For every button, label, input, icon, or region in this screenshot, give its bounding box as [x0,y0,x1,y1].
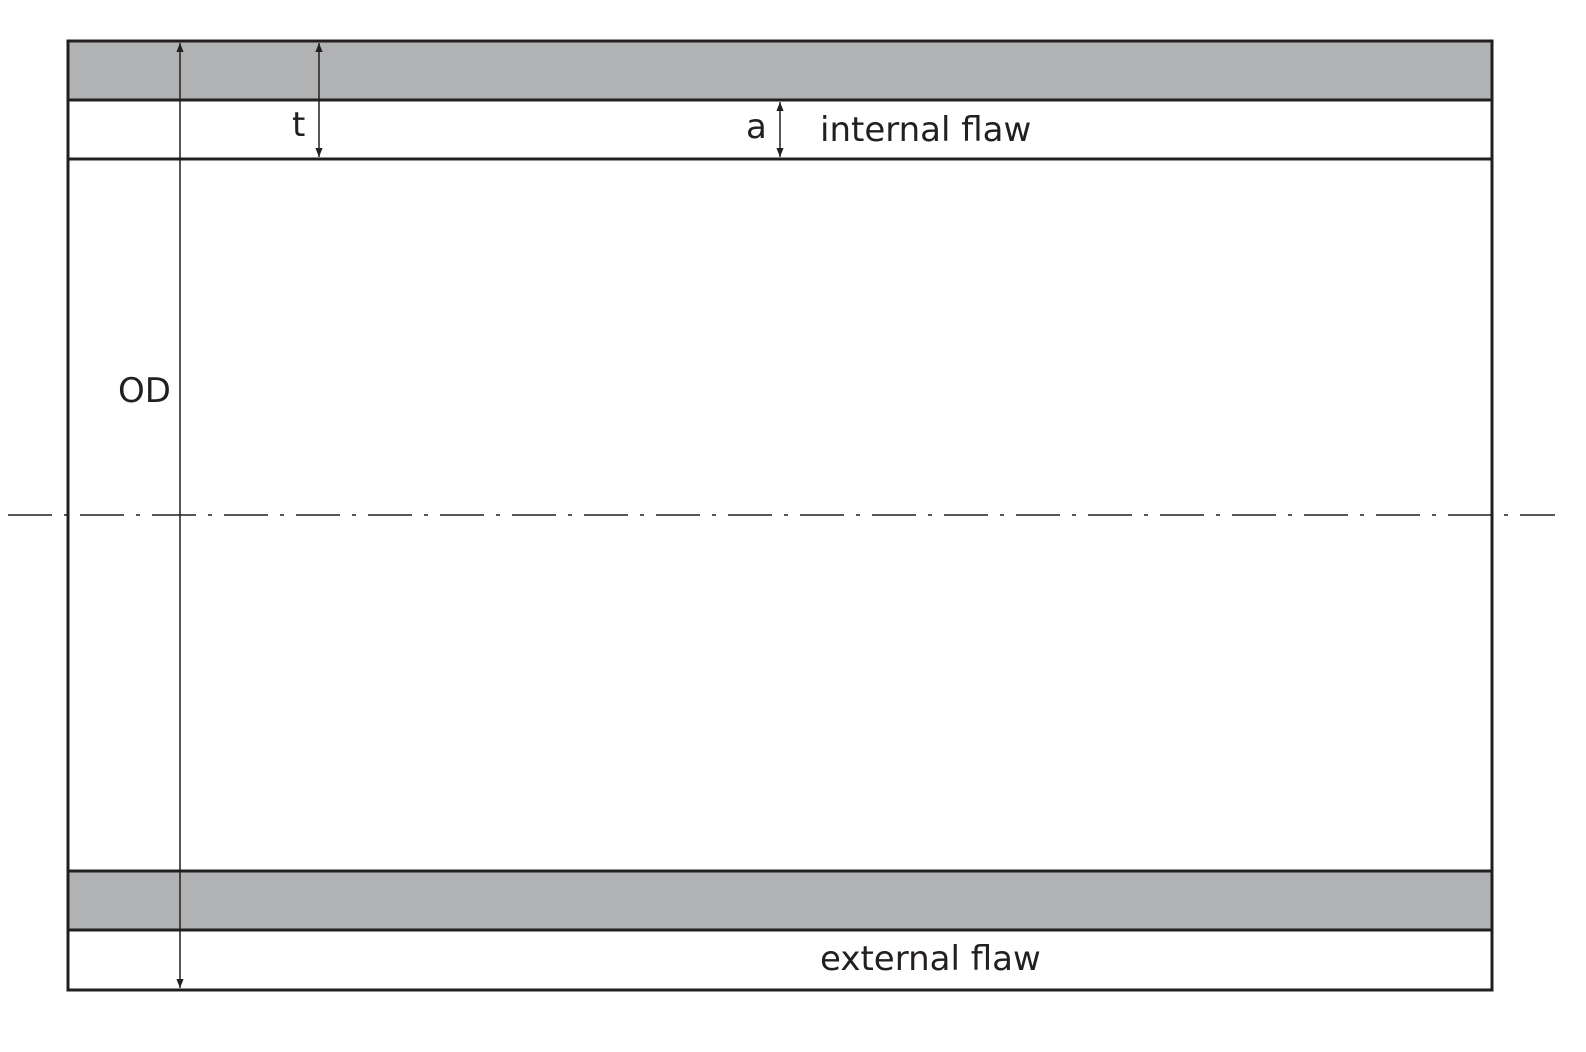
t-label: t [292,105,305,145]
top-wall [66,39,1494,102]
a-label: a [746,107,767,147]
bottom-wall [66,869,1494,932]
external-flaw-band [66,928,1494,992]
external-flaw-label: external flaw [820,939,1041,979]
od-label: OD [118,371,171,411]
internal-flaw-label: internal flaw [820,110,1031,150]
